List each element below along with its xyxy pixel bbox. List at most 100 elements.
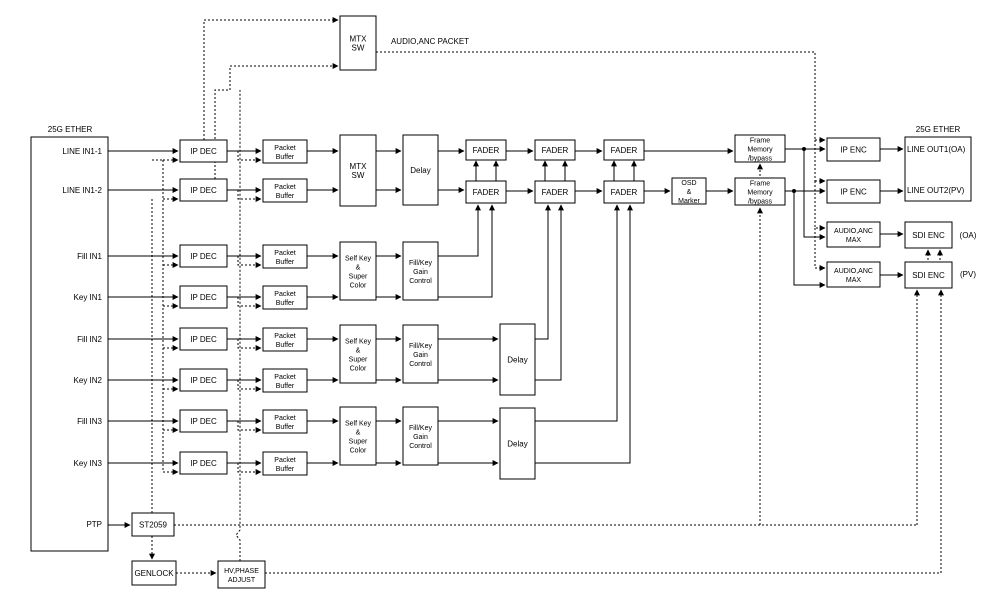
packet-buffer-3-label: Packet [274,291,295,298]
packet-buffer-4-frame [262,327,308,352]
buffer-sync-7 [237,463,262,475]
delay-main-frame [402,134,439,206]
sdi-enc-2: SDI ENC [904,261,953,289]
packet-buffer-1-frame [262,178,308,203]
fill-key-gain-1-label: Fill/Key [409,343,432,350]
st2059-block-frame [131,512,175,537]
packet-buffer-0-label: Packet [274,145,295,152]
audio-anc-max-2-frame [826,261,881,288]
fill-key-gain-2-label: Fill/Key [409,425,432,432]
packet-buffer-7-frame [262,451,308,476]
ip-enc-1: IP ENC [826,137,881,162]
genlock-block: GENLOCK [131,560,177,586]
sdi-label-pv: (PV) [960,270,976,279]
packet-buffer-0-label: Buffer [276,154,295,161]
packet-buffer-4-label: Buffer [276,342,295,349]
ip-enc-1-label: IP ENC [840,146,867,155]
sdi-enc-2-label: SDI ENC [912,271,945,280]
ether-input-panel [30,136,109,552]
packet-buffer-7-label: Buffer [276,466,295,473]
delay-key-3-frame [499,407,536,480]
frame-memory-top-frame [734,134,786,163]
fill-key-gain-1-label: Gain [413,352,428,359]
packet-buffer-3-label: Buffer [276,300,295,307]
fill-key-gain-0-frame [402,241,439,301]
fill-key-gain-1-label: Control [409,361,432,368]
self-key-2-label: Color [350,448,367,455]
osd-marker-frame [671,177,707,205]
ip-dec-5-frame [179,368,228,392]
ip-dec-3: IP DEC [179,285,228,309]
packet-buffer-2-label: Packet [274,250,295,257]
fader-bottom-1-frame [534,180,576,204]
ip-dec-1-frame [179,178,228,202]
ip-enc-1-frame [826,137,881,162]
hv-phase-adjust-label: HV,PHASE [224,568,259,575]
osd-marker-label: & [687,189,692,196]
self-key-1-label: Self Key [345,339,372,346]
input-label-4: Fill IN2 [77,335,102,344]
ip-dec-5-label: IP DEC [190,376,217,385]
self-key-0-label: Self Key [345,256,372,263]
fader-bottom-0-label: FADER [473,188,500,197]
output-label-1: LINE OUT1(OA) [907,145,966,154]
ip-dec-2: IP DEC [179,244,228,268]
sdi-enc-1-label: SDI ENC [912,231,945,240]
fader-top-1: FADER [534,139,576,161]
signal-line [535,204,620,422]
audio-anc-max-1-label: AUDIO,ANC [834,228,873,235]
ip-dec-1: IP DEC [179,178,228,202]
frame-memory-top-label: Frame [750,138,770,145]
packet-buffer-3-frame [262,285,308,310]
self-key-2-label: Super [349,439,368,446]
ip-dec-6: IP DEC [179,409,228,433]
input-label-7: Key IN3 [74,459,103,468]
self-key-0-label: Super [349,274,368,281]
sdi-label-oa: (OA) [960,231,977,240]
fill-key-gain-1-frame [402,324,439,384]
fader-top-1-frame [534,139,576,161]
fader-top-2-label: FADER [611,146,638,155]
fader-bottom-2-frame [603,180,645,204]
input-label-6: Fill IN3 [77,417,102,426]
packet-buffer-5-frame [262,368,308,393]
self-key-2-frame [339,406,377,466]
frame-memory-top-label: /bypass [748,156,773,163]
st2059-block: ST2059 [131,512,175,537]
ip-dec-6-frame [179,409,228,433]
self-key-1-label: Super [349,357,368,364]
delay-main: Delay [402,134,439,206]
fader-bottom-1: FADER [534,180,576,204]
frame-memory-bottom-label: Memory [747,190,773,197]
frame-memory-bottom-label: /bypass [748,199,773,206]
frame-memory-top-label: Memory [747,147,773,154]
ip-dec-7: IP DEC [179,451,228,475]
buffer-sync-0 [237,151,262,163]
ip-dec-7-frame [179,451,228,475]
sync-line [814,228,826,271]
osd-marker-label: OSD [681,180,696,187]
fader-bottom-0-frame [465,180,507,204]
mtx-sw-top-label: SW [352,44,365,53]
ip-dec-0-label: IP DEC [190,147,217,156]
ip-dec-2-label: IP DEC [190,252,217,261]
ip-dec-6-label: IP DEC [190,417,217,426]
audio-anc-max-2-label: MAX [846,277,862,284]
fader-top-0-frame [465,139,507,161]
fader-bottom-2: FADER [603,180,645,204]
ether-output-title: 25G ETHER [916,125,961,134]
self-key-0-label: & [356,265,361,272]
output-label-2: LINE OUT2(PV) [907,186,965,195]
mtx-sw-top-frame [339,15,377,71]
packet-buffer-6-label: Buffer [276,424,295,431]
mtx-sw-top-label: MTX [350,35,368,44]
signal-line [803,149,826,240]
st2059-block-label: ST2059 [139,521,168,530]
